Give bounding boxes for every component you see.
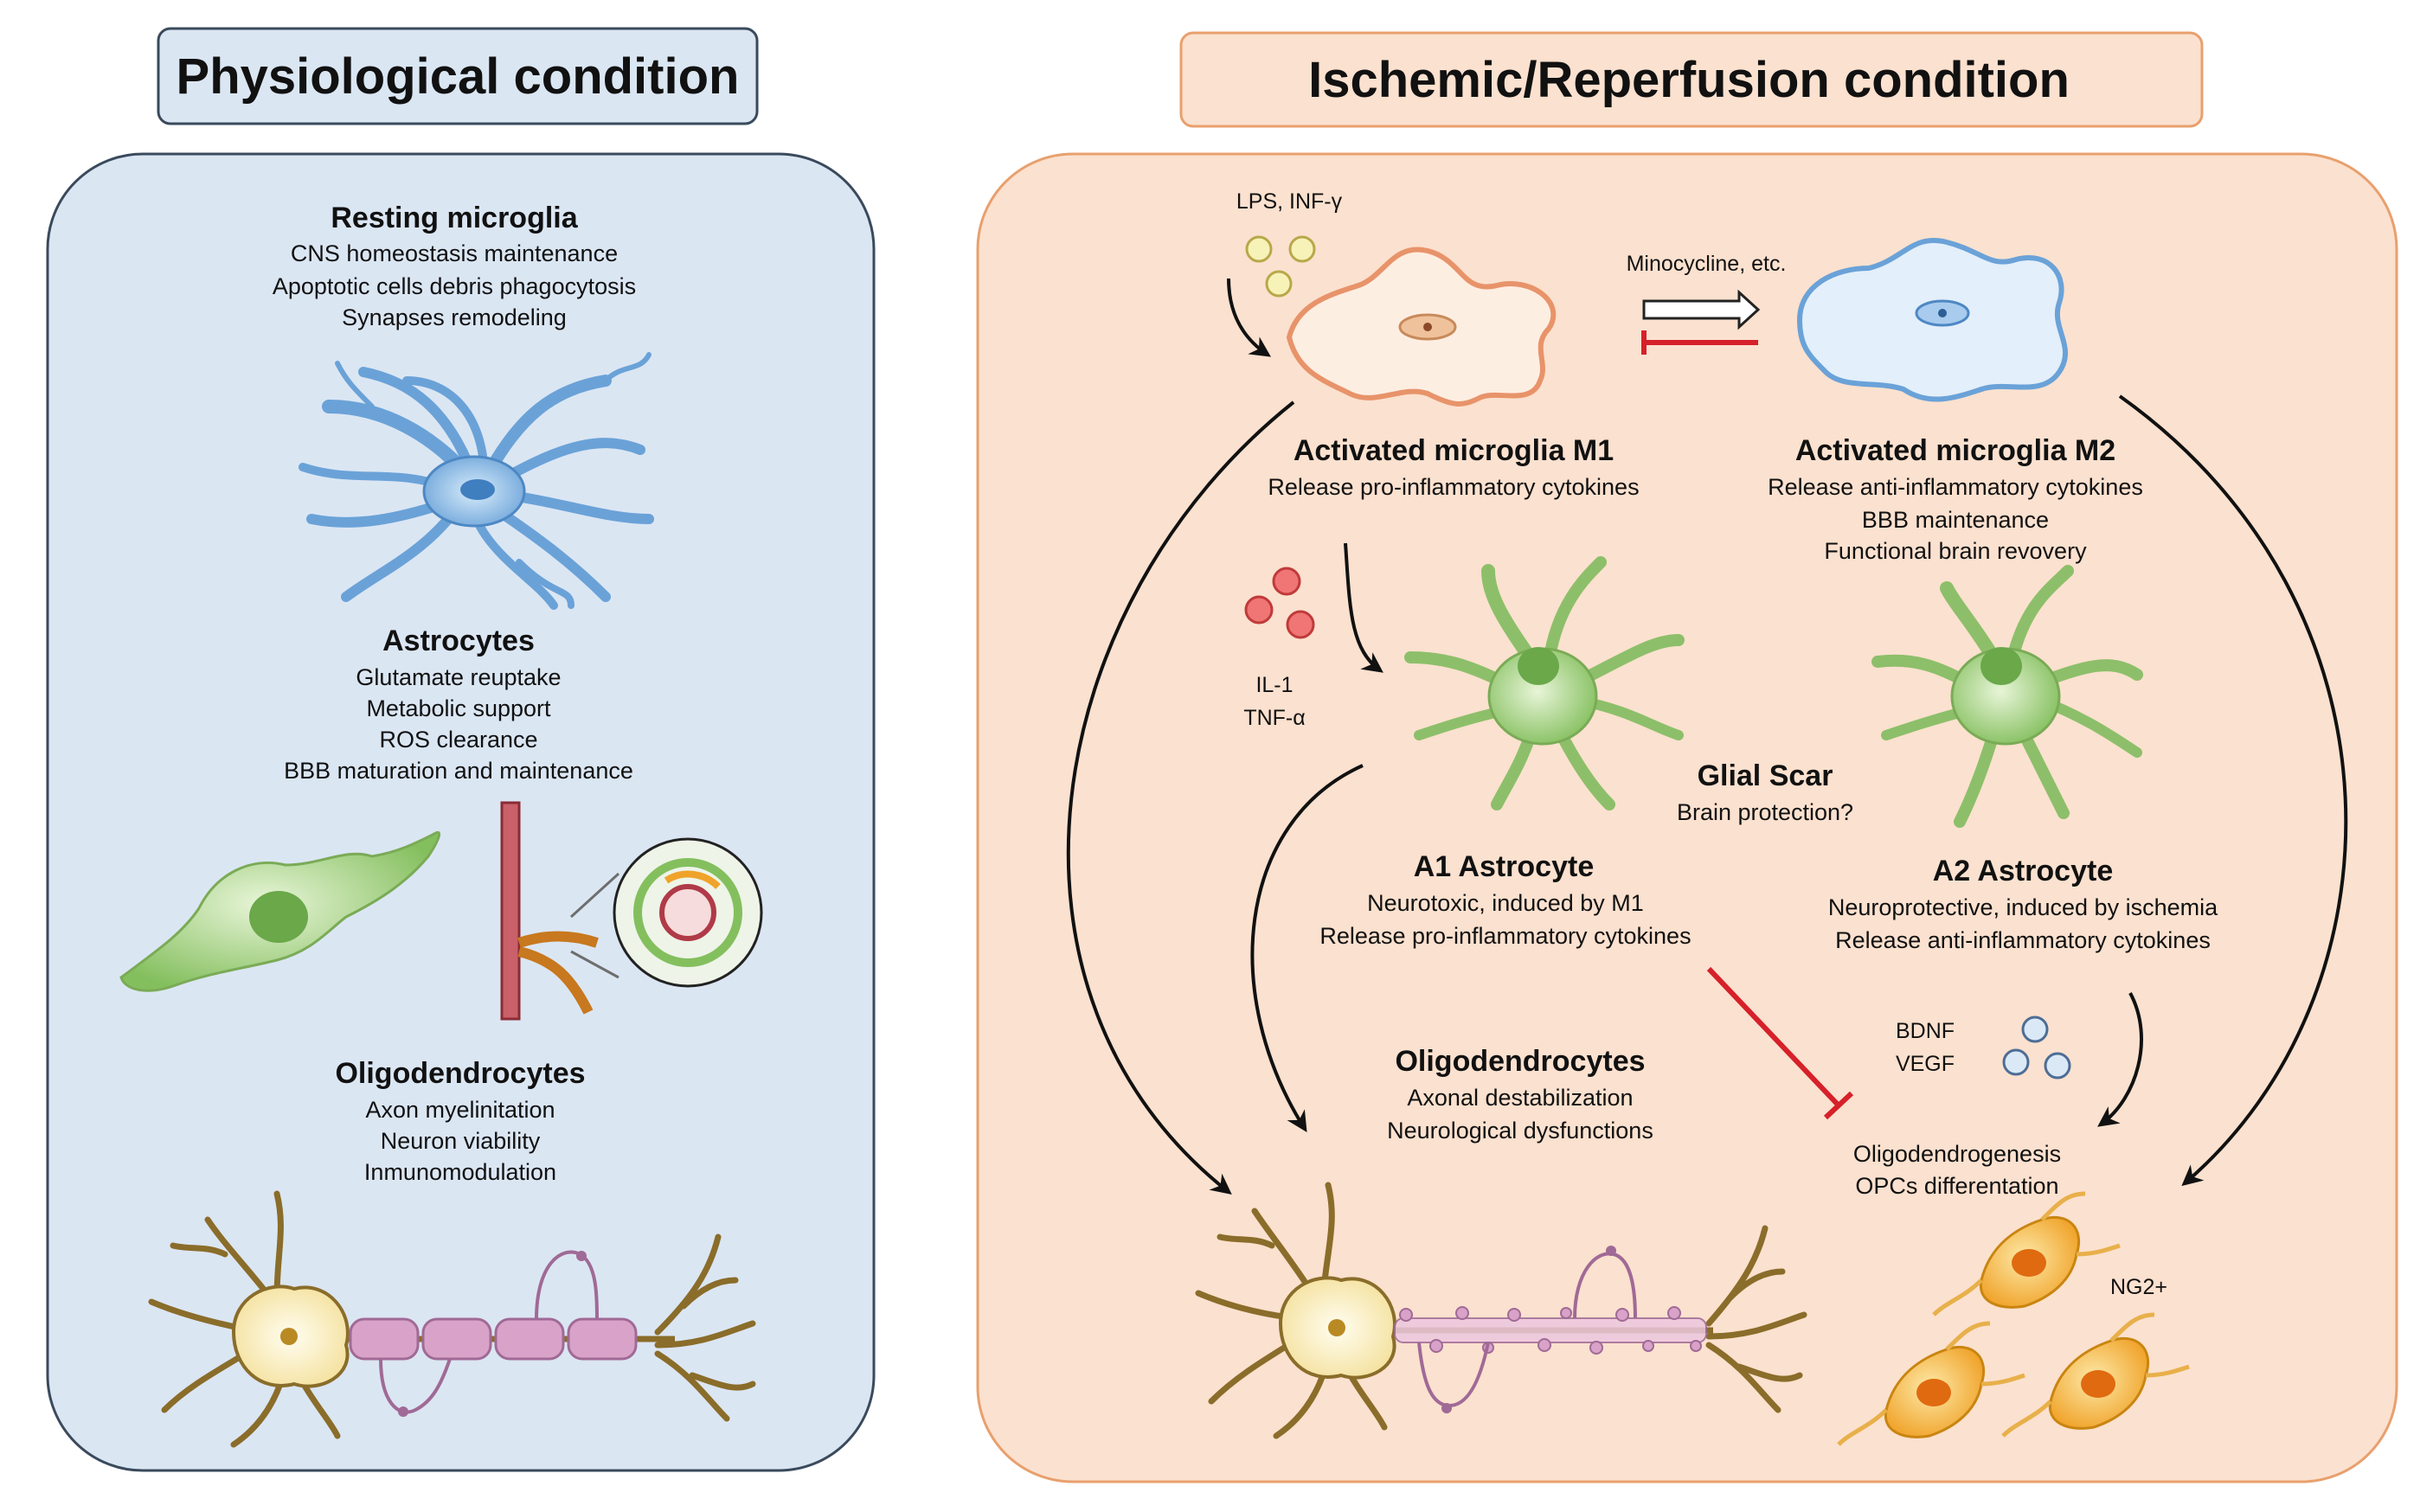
a1-inhibits-oligodendrogenesis: [1706, 966, 1854, 1120]
zoom-astro-ring: [633, 858, 742, 967]
cytokine-label-1: IL-1: [1255, 673, 1293, 697]
resting-microglia-nucleus: [460, 479, 495, 500]
m1-line-1: Release pro-inflammatory cytokines: [1268, 474, 1639, 500]
glial-scar-sub: Brain protection?: [1677, 799, 1853, 825]
myelin-sheath-1: [349, 1317, 420, 1361]
a2-title: A2 Astrocyte: [1933, 855, 2113, 887]
physiological-body-box: [46, 152, 876, 1472]
growth-factor-label-1: BDNF: [1896, 1019, 1955, 1043]
physiological-panel: Physiological condition Resting microgli…: [46, 27, 876, 1472]
ischemic-oligodendrocytes-line-2: Neurological dysfunctions: [1387, 1118, 1653, 1144]
a2-line-2: Release anti-inflammatory cytokines: [1835, 927, 2211, 953]
ischemic-oligodendrocytes-title: Oligodendrocytes: [1395, 1045, 1645, 1078]
glial-scar-title: Glial Scar: [1698, 759, 1833, 792]
m1-to-neuron-arrow: [1066, 400, 1295, 1195]
astrocytes-line-2: Metabolic support: [366, 695, 551, 721]
astrocytes-line-3: ROS clearance: [379, 727, 537, 753]
ischemic-oligodendrocytes-line-1: Axonal destabilization: [1407, 1085, 1633, 1111]
resting-microglia-title: Resting microglia: [331, 202, 578, 234]
astrocytes-title: Astrocytes: [382, 625, 535, 657]
growth-factor-particle-1: [2021, 1015, 2049, 1043]
cytokine-label-2: TNF-α: [1243, 706, 1305, 730]
myelin-sheath-3: [494, 1317, 565, 1361]
resting-microglia-line-1: CNS homeostasis maintenance: [291, 240, 618, 266]
m1-title: Activated microglia M1: [1294, 434, 1614, 467]
damaged-neuron: [1195, 1182, 1807, 1439]
m2-line-1: Release anti-inflammatory cytokines: [1768, 474, 2143, 500]
growth-factor-particle-2: [2002, 1048, 2030, 1076]
healthy-neuron: [148, 1190, 756, 1448]
physiological-header: Physiological condition: [177, 48, 740, 105]
polarization-arrow: [1642, 289, 1761, 330]
m2-line-3: Functional brain revovery: [1824, 538, 2087, 564]
ischemic-body-box: [976, 152, 2398, 1483]
resting-microglia-line-2: Apoptotic cells debris phagocytosis: [273, 273, 636, 299]
a1-to-oligodendrocytes-arrow: [1250, 764, 1364, 1133]
oligodendrocytes-title: Oligodendrocytes: [335, 1057, 585, 1090]
opc-cell-1: [1932, 1191, 2121, 1317]
opc-cell-2: [1837, 1321, 2025, 1446]
myelin-sheath-2: [421, 1317, 492, 1361]
m2-title: Activated microglia M2: [1795, 434, 2115, 467]
zoom-lines: [569, 872, 620, 979]
zoom-pericyte: [664, 870, 721, 889]
ischemic-header: Ischemic/Reperfusion condition: [1308, 52, 2070, 108]
lps-particle-1: [1245, 235, 1273, 263]
oligodendrocytes-line-1: Axon myelinitation: [365, 1097, 555, 1123]
growth-factor-label-2: VEGF: [1896, 1052, 1955, 1076]
physiological-astrocyte-nucleus: [249, 891, 308, 943]
m1-to-a1-arrow: [1344, 542, 1383, 673]
zoom-vessel-ring: [659, 884, 716, 941]
oligodendrogenesis-line-1: Oligodendrogenesis: [1853, 1141, 2061, 1167]
a2-line-1: Neuroprotective, induced by ischemia: [1828, 894, 2218, 920]
lps-to-m1-arrow: [1227, 278, 1271, 357]
ng2-label: NG2+: [2110, 1275, 2167, 1299]
ischemic-panel: Ischemic/Reperfusion condition LPS, INF-…: [976, 31, 2398, 1483]
inhibition-bar-m2-m1: [1641, 330, 1758, 355]
oligodendrocytes-line-3: Inmunomodulation: [364, 1159, 556, 1185]
a1-line-2: Release pro-inflammatory cytokines: [1319, 923, 1691, 949]
a1-title: A1 Astrocyte: [1414, 850, 1594, 883]
lps-particle-3: [1265, 270, 1293, 298]
astrocytes-line-1: Glutamate reuptake: [356, 664, 561, 690]
lps-particle-2: [1288, 235, 1316, 263]
myelin-sheath-4: [567, 1317, 638, 1361]
m2-to-oligodendrogenesis-arrow: [2118, 394, 2348, 1187]
cytokine-particle-2: [1244, 595, 1274, 625]
a1-astrocyte-nucleus: [1518, 647, 1559, 685]
m2-line-2: BBB maintenance: [1862, 507, 2049, 533]
a2-astrocyte-nucleus: [1980, 647, 2022, 685]
cytokine-particle-3: [1286, 610, 1315, 639]
resting-microglia-line-3: Synapses remodeling: [342, 304, 567, 330]
a2-to-oligodendrogenesis-arrow: [2097, 992, 2143, 1127]
growth-factor-particle-3: [2044, 1052, 2071, 1080]
lps-label: LPS, INF-γ: [1236, 189, 1343, 214]
drug-label: Minocycline, etc.: [1627, 252, 1787, 276]
oligodendrogenesis-line-2: OPCs differentation: [1855, 1173, 2058, 1199]
oligodendrocytes-line-2: Neuron viability: [381, 1128, 541, 1154]
blood-vessel: [500, 801, 521, 1021]
astrocytes-line-4: BBB maturation and maintenance: [284, 758, 633, 784]
cytokine-particle-1: [1272, 567, 1301, 596]
ischemic-header-box: [1179, 31, 2204, 128]
astrocyte-endfeet: [517, 931, 599, 1015]
opc-cell-3: [2001, 1312, 2190, 1438]
a1-line-1: Neurotoxic, induced by M1: [1367, 890, 1644, 916]
physiological-header-box: [157, 27, 759, 125]
